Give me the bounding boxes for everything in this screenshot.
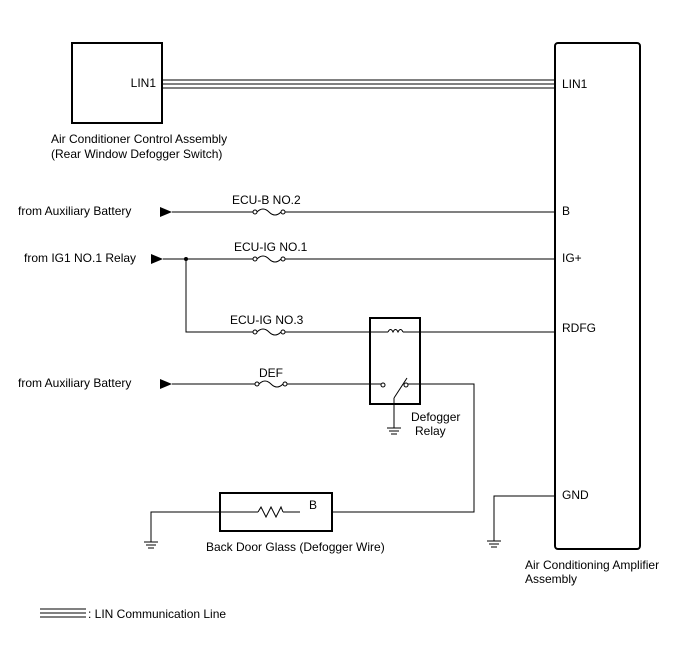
gnd-circuit xyxy=(487,495,555,548)
relay-label: Defogger xyxy=(411,410,460,424)
amp-pin-rdfg: RDFG xyxy=(562,321,596,335)
fuse-ecu-ig1-label: ECU-IG NO.1 xyxy=(234,240,308,254)
resistor-icon xyxy=(257,505,284,519)
relay-contact xyxy=(380,382,386,388)
ac-amplifier-box xyxy=(554,42,641,550)
fuse-def xyxy=(254,380,288,388)
ground-icon xyxy=(387,427,401,435)
def-circuit: from Auxiliary Battery DEF xyxy=(18,366,475,513)
amp-pin-ig: IG+ xyxy=(562,251,582,265)
amp-pin-gnd: GND xyxy=(562,488,589,502)
relay-coil-icon xyxy=(387,329,404,334)
relay-contact xyxy=(403,382,409,388)
ig-circuit: from IG1 NO.1 Relay ECU-IG NO.1 xyxy=(24,240,555,265)
ac-control-pin-lin1: LIN1 xyxy=(131,76,157,90)
ac-control-subname: (Rear Window Defogger Switch) xyxy=(51,147,222,161)
fuse-ecu-ig3 xyxy=(252,328,286,336)
amp-pin-lin1: LIN1 xyxy=(562,77,588,91)
back-door-glass: B Back Door Glass (Defogger Wire) xyxy=(144,492,385,554)
lin-communication-line xyxy=(162,79,555,89)
ac-control-assembly: LIN1 Air Conditioner Control Assembly (R… xyxy=(51,42,227,161)
defogger-relay: Defogger Relay xyxy=(369,317,460,438)
source-aux-battery-1: from Auxiliary Battery xyxy=(18,204,131,218)
arrow-icon xyxy=(151,254,163,264)
ac-amplifier-assembly: LIN1 B IG+ RDFG GND Air Conditioning Amp… xyxy=(525,42,659,586)
arrow-icon xyxy=(160,207,172,217)
back-door-glass-name: Back Door Glass (Defogger Wire) xyxy=(206,540,385,554)
source-ig1-relay: from IG1 NO.1 Relay xyxy=(24,251,136,265)
ac-control-name: Air Conditioner Control Assembly xyxy=(51,132,227,146)
ground-icon xyxy=(144,541,158,549)
legend: : LIN Communication Line xyxy=(40,607,226,621)
fuse-ecu-b2-label: ECU-B NO.2 xyxy=(232,193,301,207)
b-circuit: from Auxiliary Battery ECU-B NO.2 xyxy=(18,193,555,218)
amp-name: Air Conditioning Amplifier xyxy=(525,558,659,572)
relay-switch-icon xyxy=(393,377,408,399)
fuse-def-label: DEF xyxy=(259,366,283,380)
source-aux-battery-2: from Auxiliary Battery xyxy=(18,376,131,390)
back-door-glass-pin: B xyxy=(309,498,317,512)
fuse-ecu-b2 xyxy=(252,208,286,216)
fuse-ecu-ig1 xyxy=(252,255,286,263)
amp-pin-b: B xyxy=(562,204,570,218)
relay-box xyxy=(369,317,421,405)
legend-label: : LIN Communication Line xyxy=(88,607,226,621)
amp-subname: Assembly xyxy=(525,572,577,586)
fuse-ecu-ig3-label: ECU-IG NO.3 xyxy=(230,313,304,327)
arrow-icon xyxy=(160,379,172,389)
ac-control-box xyxy=(71,42,163,124)
relay-sublabel: Relay xyxy=(415,424,446,438)
ground-icon xyxy=(487,540,501,548)
